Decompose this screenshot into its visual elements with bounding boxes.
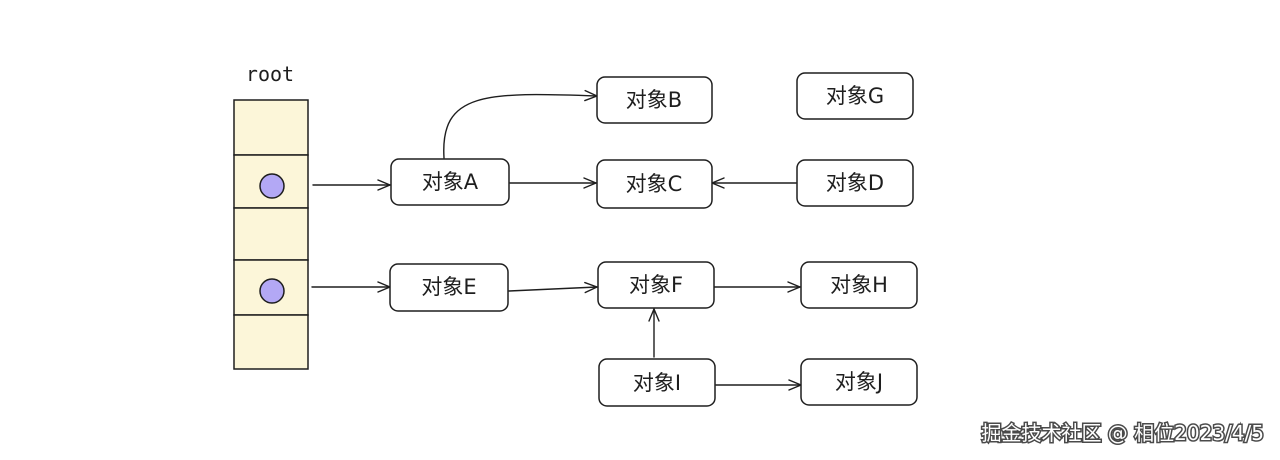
node-b-label: 对象B — [626, 88, 682, 112]
edges — [311, 89, 802, 391]
watermark: 掘金技术社区 @ 相位2023/4/5 — [981, 421, 1264, 445]
node-d: 对象D — [796, 159, 914, 207]
node-a-label: 对象A — [422, 170, 479, 194]
node-f-label: 对象F — [629, 273, 683, 297]
node-e-box — [389, 263, 509, 312]
node-f-box — [597, 261, 715, 309]
node-i: 对象I — [598, 358, 716, 407]
edge-e-to-f — [508, 281, 598, 294]
root-slot-3 — [233, 207, 309, 261]
root-slot-5 — [233, 314, 309, 370]
node-j-box — [800, 358, 918, 406]
root-pointer-dot — [259, 278, 285, 304]
node-b-box — [596, 76, 713, 124]
node-g-label: 对象G — [826, 84, 884, 108]
node-i-label: 对象I — [633, 371, 681, 395]
node-d-box — [796, 159, 914, 207]
node-c-box — [596, 159, 713, 209]
node-h: 对象H — [800, 261, 918, 309]
node-e-label: 对象E — [421, 275, 476, 299]
node-j: 对象J — [800, 358, 918, 406]
nodes: 对象A 对象B 对象C 对象D 对象E 对象F 对象G 对象H — [389, 72, 918, 407]
node-g: 对象G — [796, 72, 914, 120]
node-a: 对象A — [390, 158, 510, 206]
node-c-label: 对象C — [626, 172, 683, 196]
root-slots — [233, 99, 309, 370]
node-h-box — [800, 261, 918, 309]
node-c: 对象C — [596, 159, 713, 209]
root-stack: root — [233, 62, 309, 370]
edge-a-to-b — [443, 89, 598, 159]
node-d-label: 对象D — [826, 171, 884, 195]
node-h-label: 对象H — [830, 273, 888, 297]
node-b: 对象B — [596, 76, 713, 124]
node-a-box — [390, 158, 510, 206]
root-pointer-dot — [259, 173, 285, 199]
node-e: 对象E — [389, 263, 509, 312]
root-label: root — [246, 62, 294, 86]
node-f: 对象F — [597, 261, 715, 309]
root-slot-1 — [233, 99, 309, 156]
node-g-box — [796, 72, 914, 120]
node-i-box — [598, 358, 716, 407]
node-j-label: 对象J — [835, 370, 883, 394]
